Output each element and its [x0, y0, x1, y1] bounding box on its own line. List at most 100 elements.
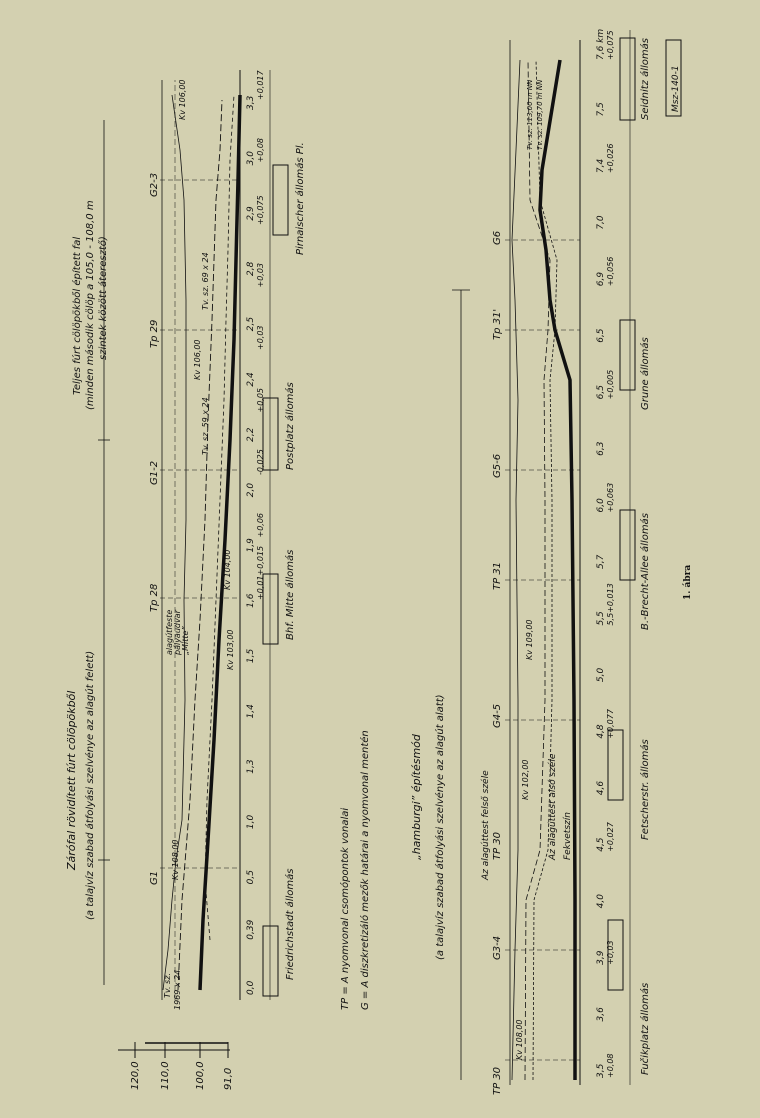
scale-label-120: 120,0	[130, 1061, 141, 1090]
upper-marker-g12: G1-2	[149, 461, 160, 485]
upper-label-tvsz69: Tv. sz. 69 x 24	[201, 252, 210, 310]
lower-label-right1: Tv. sz. 113,00 m NN	[526, 79, 534, 150]
figure-code-box	[665, 39, 682, 117]
lower-station-fucikplatz: Fučikplatz állomás	[639, 983, 651, 1075]
lower-km-label: 4,5	[596, 837, 606, 852]
lower-offset-label: 5,5+0,013	[606, 583, 615, 625]
upper-offset-label: +0,075	[256, 195, 265, 225]
lower-km-label: 7,4	[596, 159, 606, 174]
upper-title-4: (minden második cölöp a 105,0 - 108,0 m	[84, 200, 96, 410]
upper-station-mitte: Bhf. Mitte állomás	[284, 550, 296, 640]
upper-km-label: 1,0	[246, 814, 256, 829]
lower-marker-tp31: TP 31	[492, 562, 503, 590]
upper-offset-label: +0,03	[256, 263, 265, 288]
lower-km-label: 6,0	[596, 498, 606, 513]
lower-km-label: 3,9	[596, 950, 606, 965]
lower-title-2: (a talajvíz szabad átfolyási szelvénye a…	[434, 694, 446, 960]
upper-km-label: 1,6	[246, 593, 256, 608]
upper-offset-label: +0,017	[256, 69, 265, 100]
lower-offset-label: +0,08	[606, 1053, 615, 1078]
upper-offset-label: +0,01+0,015	[256, 546, 265, 600]
upper-km-label: 2,5	[246, 317, 256, 332]
upper-marker-tp29: Tp 29	[149, 320, 160, 348]
lower-offset-labels: +0,08+0,03+0,027+0,0775,5+0,013+0,063+0,…	[606, 30, 615, 1078]
lower-km-label: 5,7	[596, 554, 606, 569]
lower-offset-label: +0,026	[606, 144, 615, 174]
lower-profile: „hamburgi” építésmód (a talajvíz szabad …	[410, 29, 682, 1095]
scale-label-110: 110,0	[160, 1061, 171, 1090]
legend-g: G = A diszkretizáló mezők határai a nyom…	[359, 730, 371, 1010]
lower-marker-g6: G6	[492, 231, 503, 245]
upper-offset-label: +0,08	[256, 138, 265, 163]
elevation-scale: 120,0 110,0 100,0 91,0	[118, 1042, 234, 1090]
lower-label-right2: Tv. sz. 109,70 m NN	[536, 79, 544, 150]
lower-station-seidnitz: Seidnitz állomás	[639, 38, 651, 120]
upper-offset-label: -0,025	[256, 449, 265, 475]
lower-km-label: 5,5	[596, 611, 606, 626]
upper-label-tv: Tv. sz.	[163, 973, 172, 998]
upper-km-label: 2,0	[246, 483, 256, 498]
upper-km-label: 1,9	[246, 538, 256, 553]
lower-km-label: 6,5	[596, 328, 606, 343]
lower-offset-label: +0,005	[606, 370, 615, 400]
lower-offset-label: +0,056	[606, 257, 615, 287]
lower-marker-g45: G4-5	[492, 704, 503, 728]
upper-station-pirnaischer: Pirnaischer állomás Pl.	[294, 142, 306, 255]
lower-label-bottom-edge: Az alagúttest alsó széle	[547, 753, 558, 861]
figure-code: Msz-140-1	[671, 65, 681, 112]
lower-label-kv102: Kv 102,00	[521, 759, 530, 800]
lower-km-label: 4,6	[596, 781, 606, 796]
scale-label-100: 100,0	[195, 1061, 206, 1090]
lower-marker-g34: G3-4	[492, 936, 503, 960]
scale-label-91: 91,0	[223, 1068, 234, 1090]
upper-km-label: 0,5	[246, 870, 256, 885]
upper-km-label: 3,3	[246, 95, 256, 110]
upper-station-postplatz: Postplatz állomás	[284, 382, 296, 470]
lower-marker-tp31b: Tp 31'	[492, 309, 503, 340]
upper-station-friedrichstadt: Friedrichstadt állomás	[284, 869, 296, 980]
upper-marker-g1: G1	[149, 871, 160, 885]
upper-km-labels: 0,00,390,51,01,31,41,51,61,92,02,22,42,5…	[246, 95, 256, 995]
lower-offset-label: +0,063	[606, 483, 615, 513]
upper-km-label: 0,0	[246, 980, 256, 995]
upper-label-kv103: Kv 103,00	[226, 629, 235, 670]
upper-km-label: 2,2	[246, 427, 256, 442]
upper-km-label: 2,9	[246, 206, 256, 221]
lower-label-kv109: Kv 109,00	[525, 619, 534, 660]
upper-title-1: Zárófal rövidített fúrt cölöpökből	[65, 691, 78, 871]
upper-km-label: 1,4	[246, 704, 256, 719]
upper-km-label: 3,0	[246, 151, 256, 166]
lower-station-fetscher: Fetscherstr. állomás	[639, 739, 651, 840]
upper-label-mitte2: pályaudvar	[173, 609, 182, 656]
lower-title-1: „hamburgi” építésmód	[410, 733, 423, 860]
upper-offset-label: +0,03	[256, 325, 265, 350]
lower-label-floor: Fekvetszín	[563, 812, 573, 860]
lower-km-label: 3,5	[596, 1063, 606, 1078]
lower-marker-tp30b: TP 30	[492, 832, 503, 860]
legend-tp: TP = A nyomvonal csomópontok vonalai	[339, 808, 351, 1010]
upper-km-label: 2,4	[246, 372, 256, 387]
lower-km-label: 6,5	[596, 385, 606, 400]
upper-title-2: (a talajvíz szabad átfolyási szelvénye a…	[84, 651, 96, 920]
lower-km-label: 7,6 km	[596, 29, 606, 60]
lower-km-labels: 3,53,63,94,04,54,64,85,05,55,76,06,36,56…	[596, 29, 606, 1078]
figure-caption: 1. ábra	[683, 564, 693, 600]
lower-km-label: 7,0	[596, 215, 606, 230]
upper-offset-labels: +0,01+0,015+0,06-0,025+0,05+0,03+0,03+0,…	[256, 69, 265, 600]
upper-label-mitte1: „Mitte”	[181, 626, 190, 655]
upper-label-kv106-end: Kv 106,00	[178, 79, 187, 120]
lower-km-label: 4,0	[596, 894, 606, 909]
upper-marker-tp28: Tp 28	[149, 584, 160, 612]
upper-label-kv104: Kv 104,00	[223, 549, 232, 590]
lower-km-label: 4,8	[596, 724, 606, 739]
upper-km-label: 1,3	[246, 759, 256, 774]
lower-offset-label: +0,03	[606, 940, 615, 965]
lower-km-label: 7,5	[596, 102, 606, 117]
upper-label-mitte3: alagútfeste	[165, 610, 174, 655]
lower-label-top-edge: Az alagúttest felső széle	[480, 770, 491, 881]
lower-offset-label: +0,027	[606, 821, 615, 852]
lower-km-label: 3,6	[596, 1007, 606, 1022]
upper-label-kv108: Kv 108,00	[171, 839, 180, 880]
